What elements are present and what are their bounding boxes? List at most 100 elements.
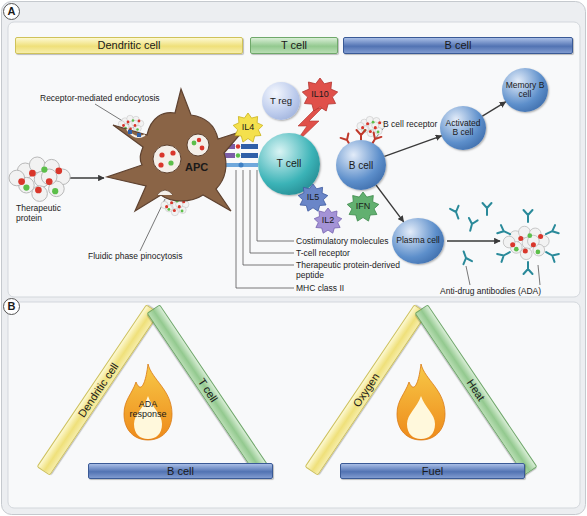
flow-arrow xyxy=(385,136,442,157)
cell-sphere: T reg xyxy=(262,82,300,120)
synapse-molecules xyxy=(236,144,240,148)
uptake-arrow xyxy=(68,177,104,178)
protein-cluster xyxy=(361,126,364,129)
cytokine-burst: IL10 xyxy=(302,78,338,112)
burst-outline xyxy=(314,208,342,233)
protein-cluster xyxy=(527,233,532,238)
synapse-molecules xyxy=(241,144,258,149)
protein-cluster xyxy=(55,167,62,174)
cell-outline xyxy=(137,133,141,137)
node-text: IFN xyxy=(356,202,371,212)
callout-label: T-cell receptor xyxy=(296,248,411,258)
callout-label: Therapeutic protein xyxy=(16,203,78,223)
protein-cluster xyxy=(372,121,375,124)
protein-cluster xyxy=(136,128,139,131)
cytokine-burst: IL4 xyxy=(233,113,263,143)
synapse-molecules xyxy=(224,163,258,167)
cell-outline xyxy=(153,145,181,173)
cell-outline xyxy=(187,134,209,156)
flow-arrow xyxy=(482,102,505,116)
antibody-symbol xyxy=(466,218,478,232)
second-flame xyxy=(397,364,445,440)
callout-label: Receptor-mediated endocytosis xyxy=(40,93,190,103)
burst-outline xyxy=(302,78,337,111)
protein-cluster xyxy=(132,119,135,122)
cell-outline xyxy=(197,138,201,142)
plasma-arrow xyxy=(447,241,500,242)
flow-arrow xyxy=(376,185,404,222)
stage-bar: T cell xyxy=(250,37,338,54)
protein-cluster xyxy=(173,209,176,212)
callout-label: Anti-drug antibodies (ADA) xyxy=(440,286,580,296)
flame-outline xyxy=(124,364,172,440)
protein-cluster xyxy=(41,166,47,172)
cytokine-burst: IL5 xyxy=(298,184,328,212)
panel-letter: B xyxy=(3,298,20,315)
antibody-symbol xyxy=(544,225,559,238)
cell-sphere: T cell xyxy=(258,133,320,195)
cell-outline xyxy=(158,162,163,167)
protein-cluster xyxy=(357,122,364,129)
synapse-molecules xyxy=(239,163,244,168)
protein-cluster xyxy=(366,122,369,125)
protein-cluster xyxy=(52,188,58,194)
node-text: Memory B cell xyxy=(505,81,545,100)
node-text: A xyxy=(8,5,16,17)
cell-outline xyxy=(159,152,164,157)
protein-cluster xyxy=(32,186,48,202)
node-text: IL2 xyxy=(322,216,335,226)
protein-cluster xyxy=(369,130,372,133)
burst-outline xyxy=(298,184,328,211)
antibody-symbol xyxy=(483,203,492,215)
node-text: IL4 xyxy=(242,123,255,133)
node-text: B cell xyxy=(167,465,194,477)
panel-frames xyxy=(8,302,580,508)
node-text: B xyxy=(8,300,16,312)
protein-cluster xyxy=(9,157,70,201)
node-text: T cell xyxy=(277,158,302,170)
cell-sphere: Activated B cell xyxy=(440,106,486,150)
node-text: B cell xyxy=(349,160,373,171)
protein-cluster xyxy=(18,178,25,185)
node-text: APC xyxy=(185,161,208,173)
protein-cluster xyxy=(503,236,515,248)
protein-cluster xyxy=(523,248,528,253)
leader-lines xyxy=(466,266,470,285)
protein-cluster xyxy=(378,121,381,124)
cell-outline xyxy=(107,89,243,211)
callout-label: Costimulatory molecules xyxy=(296,236,411,246)
uptake-arrow xyxy=(68,178,104,179)
antibody-symbol xyxy=(497,248,512,262)
leader-lines xyxy=(95,104,134,128)
node-text: IL5 xyxy=(307,193,320,203)
protein-cluster xyxy=(531,242,536,247)
callout-label: Fluidic phase pinocytosis xyxy=(88,251,228,261)
protein-cluster xyxy=(138,120,141,123)
cell-outline xyxy=(105,85,245,215)
node-text: Dendritic cell xyxy=(98,39,161,51)
protein-cluster xyxy=(127,121,130,124)
antibody-symbol xyxy=(544,248,559,262)
node-text: Activated B cell xyxy=(443,119,483,138)
antibody-symbol xyxy=(524,262,533,274)
protein-cluster xyxy=(165,205,168,208)
leader-lines xyxy=(538,265,540,285)
protein-cluster xyxy=(161,201,168,208)
callout-label: MHC class II xyxy=(296,283,411,293)
triangle-bar: B cell xyxy=(88,463,273,479)
protein-cluster xyxy=(377,131,380,134)
antibody-symbol xyxy=(497,225,512,238)
protein-cluster xyxy=(510,242,515,247)
stage-bar: Dendritic cell xyxy=(15,37,243,54)
protein-cluster xyxy=(122,124,125,127)
cell-sphere: Plasma cell xyxy=(392,218,444,264)
cytokine-burst: IL2 xyxy=(314,208,342,234)
protein-clusters xyxy=(9,115,549,259)
response-flame: ADA response xyxy=(118,362,178,442)
node-text: Plasma cell xyxy=(396,236,439,245)
protein-cluster xyxy=(520,248,532,260)
protein-cluster xyxy=(23,184,29,190)
